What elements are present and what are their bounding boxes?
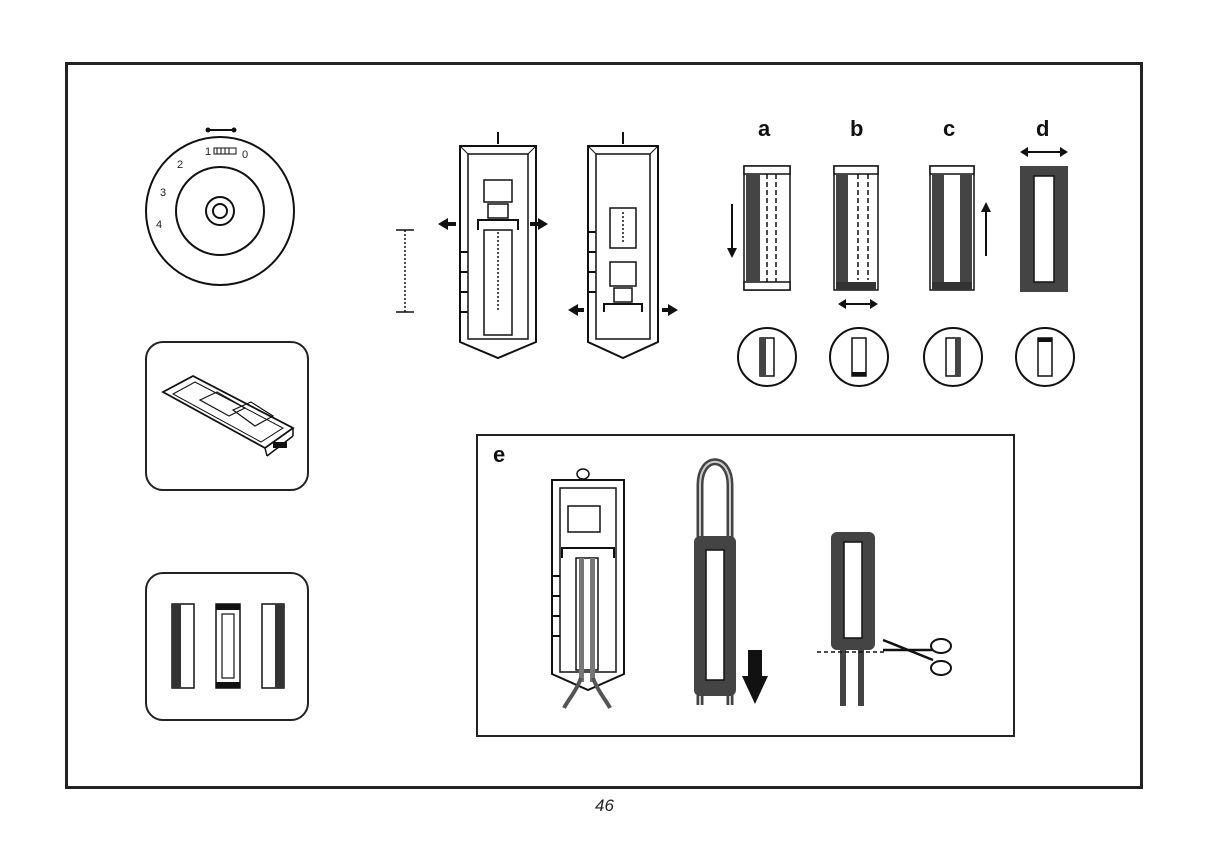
buttonhole-foot-illustration bbox=[155, 370, 300, 460]
dial-mark-4: 4 bbox=[156, 219, 162, 231]
buttonhole-step-c bbox=[924, 160, 1004, 300]
dial-mark-1: 1 bbox=[205, 146, 211, 158]
step-label-a: a bbox=[758, 116, 770, 142]
stitch-length-dial-illustration: 4 3 2 1 0 bbox=[150, 126, 300, 291]
dial-mark-2: 2 bbox=[177, 159, 183, 171]
buttonhole-step-a bbox=[720, 160, 800, 300]
step-indicator-d bbox=[1014, 326, 1076, 388]
buttonhole-stitch-patterns bbox=[170, 600, 286, 692]
corded-buttonhole-stitching bbox=[690, 460, 780, 710]
dial-mark-3: 3 bbox=[160, 187, 166, 199]
step-indicator-b bbox=[828, 326, 890, 388]
corded-foot-illustration bbox=[548, 466, 638, 714]
step-label-c: c bbox=[943, 116, 955, 142]
buttonhole-step-d bbox=[1016, 140, 1076, 300]
foot-setting-frame-1 bbox=[438, 132, 548, 360]
step-label-b: b bbox=[850, 116, 863, 142]
step-indicator-c bbox=[922, 326, 984, 388]
dial-mark-0: 0 bbox=[242, 149, 248, 161]
step-label-e: e bbox=[493, 442, 505, 468]
step-label-d: d bbox=[1036, 116, 1049, 142]
measurement-bracket bbox=[392, 226, 422, 318]
page-number: 46 bbox=[0, 796, 1209, 816]
cut-cord-illustration bbox=[815, 524, 960, 710]
step-indicator-a bbox=[736, 326, 798, 388]
buttonhole-step-b bbox=[828, 160, 888, 310]
foot-setting-frame-2 bbox=[568, 132, 678, 360]
